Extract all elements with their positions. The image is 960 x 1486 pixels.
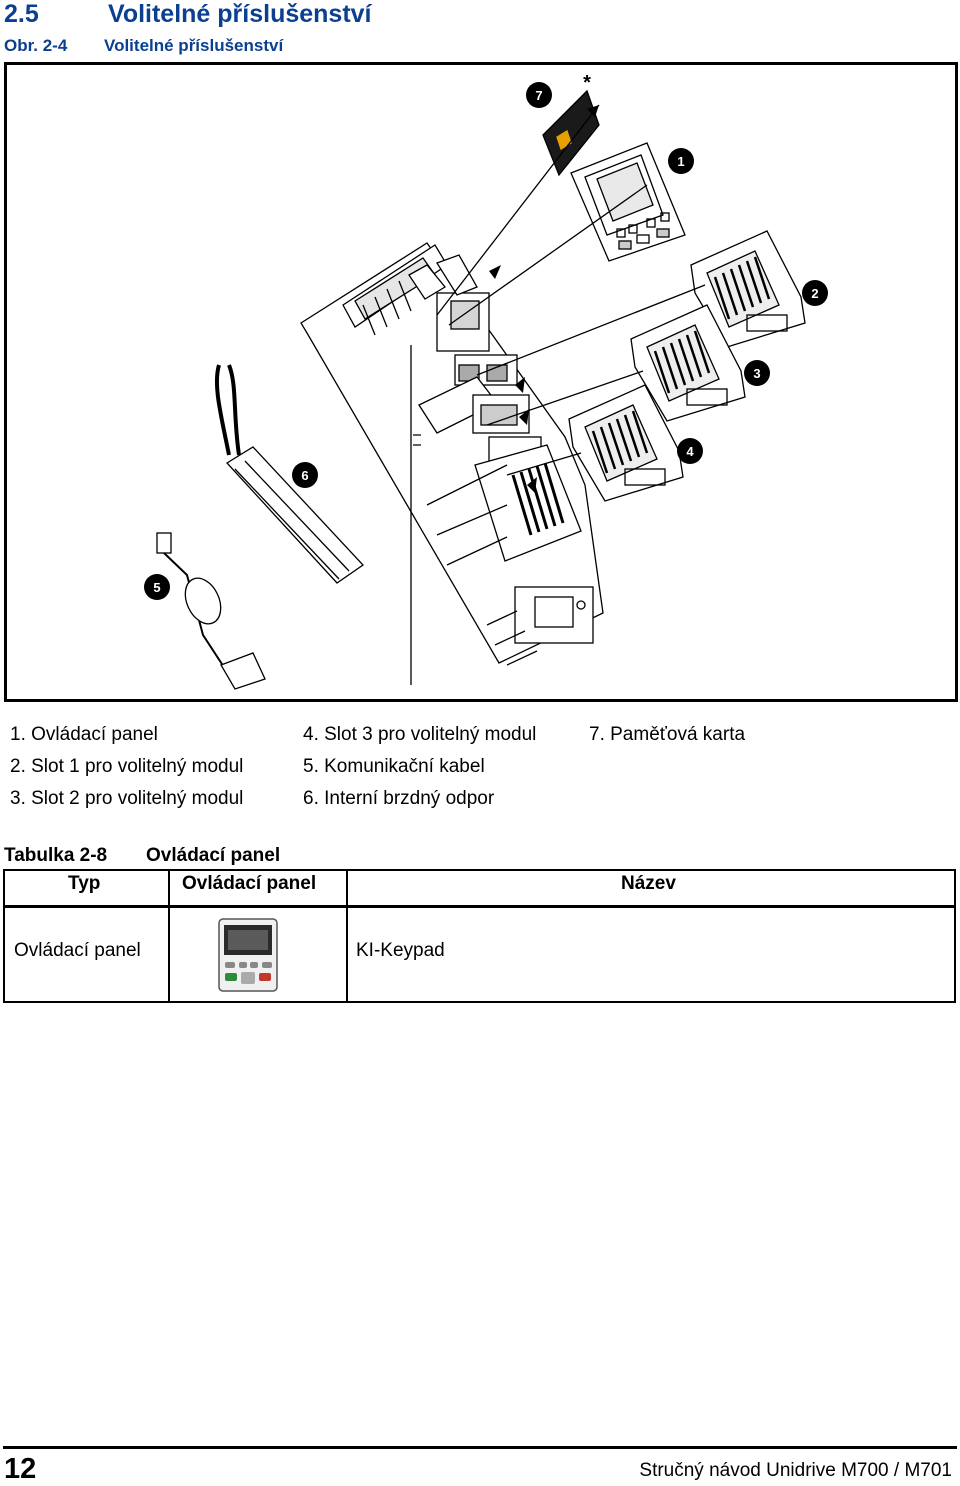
row-type: Ovládací panel (14, 940, 141, 961)
legend-item-4: 4. Slot 3 pro volitelný modul (303, 724, 537, 745)
option-module-slot2-drawing (630, 304, 746, 422)
callout-1: 1 (668, 148, 694, 174)
table-header-rule (3, 905, 956, 908)
svg-text:4: 4 (686, 444, 694, 459)
callout-5: 5 (144, 574, 170, 600)
asterisk-mark: * (583, 72, 591, 94)
keypad-image (218, 918, 278, 992)
table-title: Ovládací panel (146, 845, 281, 866)
svg-text:5: 5 (153, 580, 160, 595)
legend-item-7: 7. Paměťová karta (589, 724, 746, 745)
svg-text:6: 6 (301, 468, 308, 483)
section-number: 2.5 (4, 0, 39, 28)
document-title: Stručný návod Unidrive M700 / M701 (639, 1460, 952, 1481)
option-module-slot3-drawing (568, 384, 684, 502)
braking-resistor-drawing (214, 364, 364, 584)
option-module-slot1-drawing (690, 230, 806, 348)
keypad-drawing (570, 142, 686, 262)
svg-text:7: 7 (535, 88, 542, 103)
legend-item-3: 3. Slot 2 pro volitelný modul (10, 788, 244, 809)
table-number: Tabulka 2-8 (4, 845, 108, 866)
row-name: KI-Keypad (356, 940, 445, 961)
callout-2: 2 (802, 280, 828, 306)
figure-title: Volitelné příslušenství (104, 36, 284, 55)
legend-item-2: 2. Slot 1 pro volitelný modul (10, 756, 244, 777)
callout-6: 6 (292, 462, 318, 488)
memory-card-drawing (542, 89, 600, 177)
page-number: 12 (4, 1453, 37, 1485)
callout-4: 4 (677, 438, 703, 464)
accessories-figure: 7 * 1 2 3 4 6 (4, 62, 958, 702)
svg-text:3: 3 (753, 366, 760, 381)
table-top-rule (3, 869, 956, 871)
section-title: Volitelné příslušenství (108, 0, 372, 28)
legend-item-5: 5. Komunikační kabel (303, 756, 485, 777)
svg-text:1: 1 (677, 154, 684, 169)
accessories-illustration: 7 * 1 2 3 4 6 (144, 72, 828, 690)
table-bottom-rule (3, 1001, 956, 1003)
keypad-table: Typ Ovládací panel Název Ovládací panel … (3, 869, 956, 1003)
figure-number: Obr. 2-4 (4, 36, 68, 55)
callout-7: 7 (526, 82, 552, 108)
header-name: Název (621, 873, 676, 894)
callout-3: 3 (744, 360, 770, 386)
legend-item-6: 6. Interní brzdný odpor (303, 788, 495, 809)
comms-cable-drawing (156, 532, 266, 690)
header-keypad: Ovládací panel (182, 873, 317, 894)
drive-body-drawing (300, 242, 604, 685)
header-type: Typ (68, 873, 101, 894)
legend-item-1: 1. Ovládací panel (10, 724, 158, 745)
svg-text:2: 2 (811, 286, 818, 301)
footer-rule (3, 1446, 957, 1449)
